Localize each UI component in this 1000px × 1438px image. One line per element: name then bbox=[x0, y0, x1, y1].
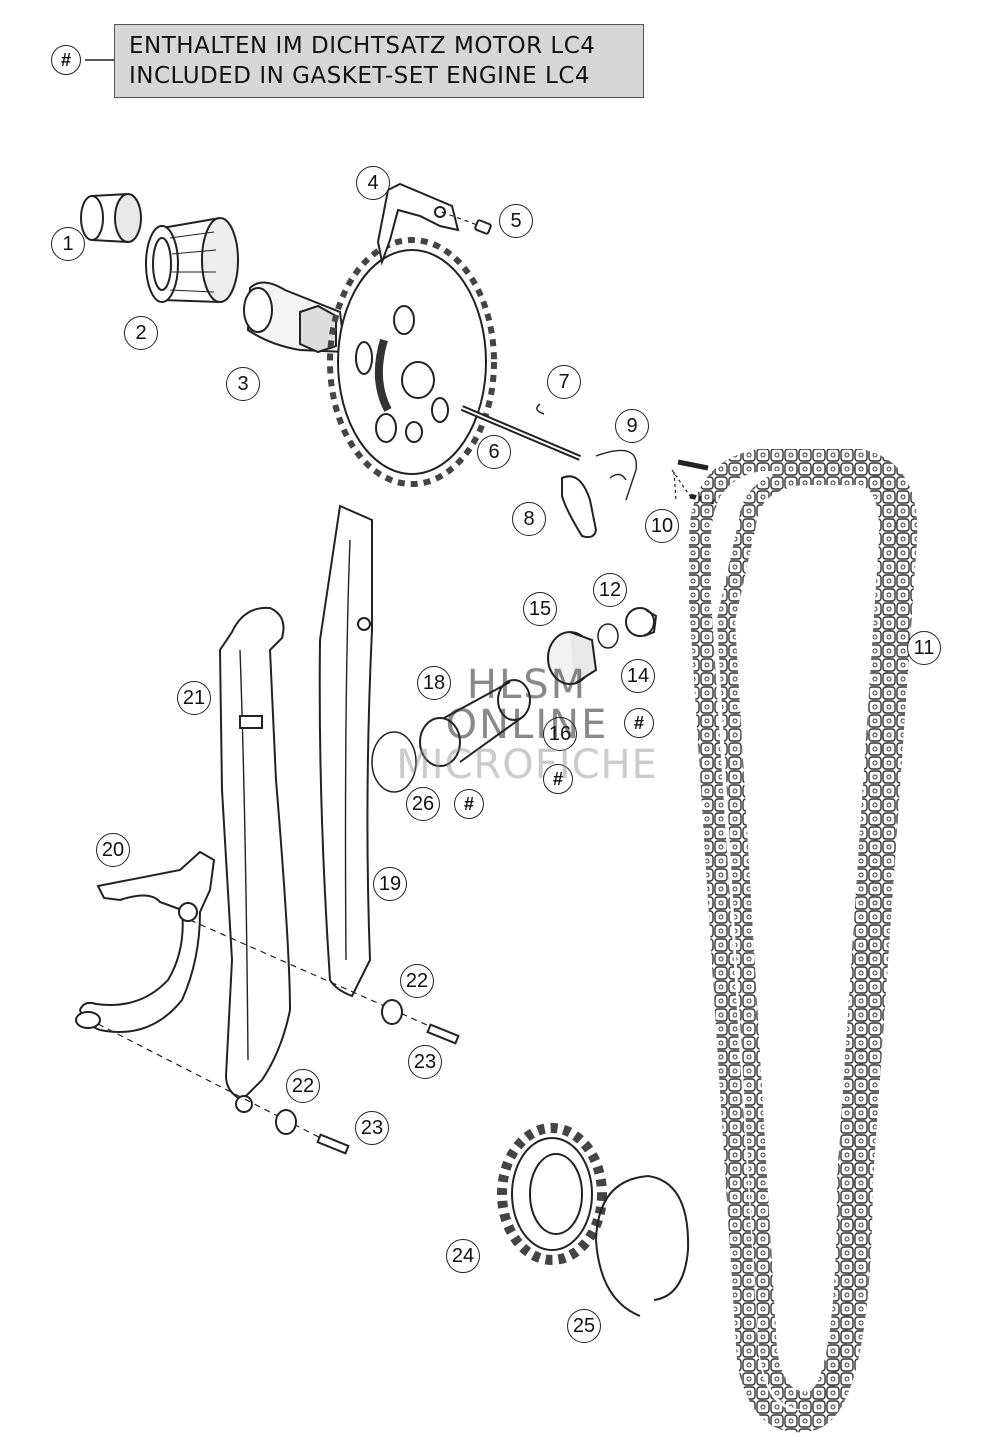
part-15-tensioner-housing bbox=[547, 631, 598, 685]
watermark-line-2: ONLINE bbox=[445, 702, 609, 748]
callout-23-upper[interactable]: 23 bbox=[408, 1045, 442, 1079]
part-23-bolt-lower bbox=[316, 1133, 350, 1155]
part-11-timing-chain bbox=[689, 449, 918, 1433]
part-26-o-ring bbox=[371, 731, 417, 793]
callout-14[interactable]: 14 bbox=[621, 659, 655, 693]
callout-7[interactable]: 7 bbox=[547, 365, 581, 399]
watermark: HLSM ONLINE MICROFICHE bbox=[372, 665, 682, 785]
part-6-shaft bbox=[460, 405, 582, 461]
part-21-guide-rail bbox=[218, 606, 292, 1113]
callout-21[interactable]: 21 bbox=[177, 681, 211, 715]
callout-12[interactable]: 12 bbox=[593, 573, 627, 607]
callout-hash-2[interactable]: # bbox=[543, 764, 573, 794]
callout-3[interactable]: 3 bbox=[226, 367, 260, 401]
part-25-circlip bbox=[594, 1174, 690, 1317]
part-4-bracket bbox=[376, 182, 460, 266]
legend-text-english: INCLUDED IN GASKET-SET ENGINE LC4 bbox=[129, 63, 591, 89]
watermark-line-3: MICROFICHE bbox=[396, 742, 658, 788]
part-16-tensioner-piston bbox=[419, 679, 531, 767]
legend-text-german: ENTHALTEN IM DICHTSATZ MOTOR LC4 bbox=[129, 33, 596, 59]
callout-5[interactable]: 5 bbox=[499, 204, 533, 238]
part-24-crank-sprocket bbox=[497, 1123, 607, 1265]
part-3-camshaft bbox=[243, 281, 347, 354]
part-8-rocker-arm bbox=[561, 475, 598, 539]
part-7-clip bbox=[536, 403, 545, 415]
callout-25[interactable]: 25 bbox=[567, 1309, 601, 1343]
bolt-leader-upper bbox=[189, 919, 457, 1039]
callout-22-lower[interactable]: 22 bbox=[286, 1069, 320, 1103]
part-23-bolt-upper bbox=[426, 1023, 460, 1045]
callout-hash-3[interactable]: # bbox=[454, 789, 484, 819]
callout-23-lower[interactable]: 23 bbox=[355, 1111, 389, 1145]
callout-11[interactable]: 11 bbox=[907, 631, 941, 665]
callout-22-upper[interactable]: 22 bbox=[400, 964, 434, 998]
callout-hash-1[interactable]: # bbox=[624, 708, 654, 738]
part-22-bushing-lower bbox=[275, 1109, 297, 1135]
callout-16[interactable]: 16 bbox=[543, 717, 577, 751]
part-14-seal-ring bbox=[597, 623, 619, 649]
callout-9[interactable]: 9 bbox=[615, 409, 649, 443]
part-12-plug bbox=[625, 607, 658, 637]
part-1-needle-bearing bbox=[80, 193, 142, 243]
callout-24[interactable]: 24 bbox=[446, 1239, 480, 1273]
part-22-bushing-upper bbox=[381, 999, 403, 1025]
callout-4[interactable]: 4 bbox=[356, 166, 390, 200]
part-9-spring bbox=[595, 449, 637, 501]
callout-8[interactable]: 8 bbox=[512, 502, 546, 536]
legend-symbol: # bbox=[51, 45, 81, 75]
part-2-roller-bearing bbox=[145, 217, 239, 303]
callout-2[interactable]: 2 bbox=[124, 316, 158, 350]
callout-10[interactable]: 10 bbox=[645, 509, 679, 543]
legend-box: ENTHALTEN IM DICHTSATZ MOTOR LC4 INCLUDE… bbox=[114, 24, 644, 98]
callout-19[interactable]: 19 bbox=[373, 867, 407, 901]
callout-20[interactable]: 20 bbox=[96, 833, 130, 867]
part-5-screw bbox=[441, 211, 492, 235]
callout-6[interactable]: 6 bbox=[477, 435, 511, 469]
callout-26[interactable]: 26 bbox=[406, 787, 440, 821]
callout-15[interactable]: 15 bbox=[523, 592, 557, 626]
part-20-bracket bbox=[75, 850, 216, 1033]
part-19-tensioner-rail bbox=[318, 504, 373, 998]
camshaft-sprocket bbox=[327, 237, 497, 487]
watermark-line-1: HLSM bbox=[466, 662, 588, 708]
callout-1[interactable]: 1 bbox=[51, 227, 85, 261]
callout-18[interactable]: 18 bbox=[417, 666, 451, 700]
